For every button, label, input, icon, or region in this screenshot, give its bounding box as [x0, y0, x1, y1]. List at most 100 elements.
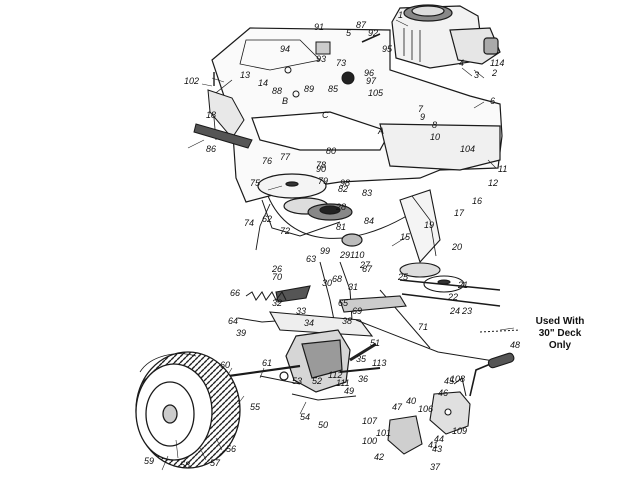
callout-109: 109	[452, 426, 467, 436]
callout-61: 61	[262, 358, 272, 368]
callout-33: 33	[296, 306, 306, 316]
callout-48: 48	[510, 340, 520, 350]
callout-35: 35	[356, 354, 367, 364]
deck-bracket	[479, 329, 521, 333]
callout-81: 81	[336, 222, 346, 232]
frame	[211, 27, 503, 251]
spring	[245, 291, 287, 301]
rear-wheel	[135, 351, 241, 469]
callout-41: 41	[428, 440, 438, 450]
callout-31: 31	[348, 282, 358, 292]
callout-51: 51	[370, 338, 380, 348]
callout-6: 6	[490, 96, 495, 106]
callout-54: 54	[300, 412, 310, 422]
callout-47: 47	[392, 402, 403, 412]
callout-63: 63	[306, 254, 316, 264]
callout-32: 32	[272, 298, 282, 308]
callout-95: 95	[382, 44, 393, 54]
pivot-bar	[193, 89, 253, 149]
callout-letter-C: C	[322, 110, 329, 120]
callout-88: 88	[272, 86, 282, 96]
callout-107: 107	[362, 416, 378, 426]
callout-89: 89	[304, 84, 314, 94]
callout-78: 78	[316, 160, 326, 170]
callout-108: 108	[450, 374, 465, 384]
callout-13: 13	[240, 70, 250, 80]
callout-72: 72	[280, 226, 290, 236]
callout-60: 60	[220, 360, 230, 370]
callout-8: 8	[432, 120, 437, 130]
callout-65: 65	[338, 298, 349, 308]
callout-92: 92	[368, 28, 378, 38]
shift-lever	[387, 352, 515, 455]
callout-82: 82	[338, 184, 348, 194]
deck-note-line2: 30" Deck	[538, 328, 582, 339]
top-hardware	[213, 33, 381, 98]
callout-90: 90	[316, 164, 326, 174]
deck-note-line3: Only	[548, 340, 572, 351]
callout-71: 71	[418, 322, 428, 332]
callout-66: 66	[230, 288, 240, 298]
callout-23: 23	[461, 306, 472, 316]
callout-58: 58	[180, 460, 190, 470]
leader-lines	[161, 19, 515, 471]
callout-105: 105	[368, 88, 384, 98]
callout-114: 114	[490, 58, 504, 68]
callout-79: 79	[318, 176, 328, 186]
callout-106: 106	[418, 404, 433, 414]
callout-43: 43	[432, 444, 442, 454]
callout-94: 94	[280, 44, 290, 54]
transaxle	[199, 329, 381, 401]
idler-assembly	[379, 189, 501, 349]
callout-69: 69	[352, 306, 362, 316]
callout-75: 75	[250, 178, 261, 188]
callout-12: 12	[488, 178, 498, 188]
callout-22: 22	[447, 292, 458, 302]
callout-59: 59	[144, 456, 154, 466]
callout-17: 17	[454, 208, 465, 218]
callout-96: 96	[364, 68, 374, 78]
callout-84: 84	[364, 216, 374, 226]
callout-112: 112	[328, 370, 342, 380]
deck-note: Used With 30" Deck Only	[500, 316, 620, 352]
callout-18: 18	[206, 110, 216, 120]
callout-91: 91	[314, 22, 324, 32]
callout-99: 99	[320, 246, 330, 256]
callout-28: 28	[335, 202, 346, 212]
callout-25: 25	[397, 272, 409, 282]
callout-29: 29	[339, 250, 350, 260]
callout-2: 2	[491, 68, 497, 78]
callout-45: 45	[444, 376, 455, 386]
callout-85: 85	[328, 84, 339, 94]
callout-42: 42	[374, 452, 384, 462]
callout-76: 76	[262, 156, 272, 166]
callout-113: 113	[372, 358, 386, 368]
callout-62: 62	[262, 214, 272, 224]
callout-10: 10	[430, 132, 440, 142]
callout-9: 9	[420, 112, 425, 122]
callout-39: 39	[236, 328, 246, 338]
callout-52: 52	[312, 376, 322, 386]
callout-27: 27	[359, 260, 371, 270]
callout-49: 49	[344, 386, 354, 396]
callout-letter-B: B	[282, 96, 288, 106]
callout-24: 24	[449, 306, 460, 316]
callout-98: 98	[340, 178, 350, 188]
callout-20: 20	[451, 242, 462, 252]
callout-letter-A: A	[377, 126, 384, 136]
callout-16: 16	[472, 196, 482, 206]
callout-70: 70	[272, 272, 282, 282]
callout-1: 1	[398, 10, 403, 20]
callout-77: 77	[280, 152, 291, 162]
callout-83: 83	[362, 188, 372, 198]
callout-68: 68	[332, 274, 342, 284]
callout-21: 21	[457, 280, 468, 290]
callout-86: 86	[206, 144, 216, 154]
callout-14: 14	[258, 78, 268, 88]
callout-110: 110	[350, 250, 364, 260]
callout-102: 102	[184, 76, 199, 86]
callout-11: 11	[498, 164, 507, 174]
callout-74: 74	[244, 218, 254, 228]
